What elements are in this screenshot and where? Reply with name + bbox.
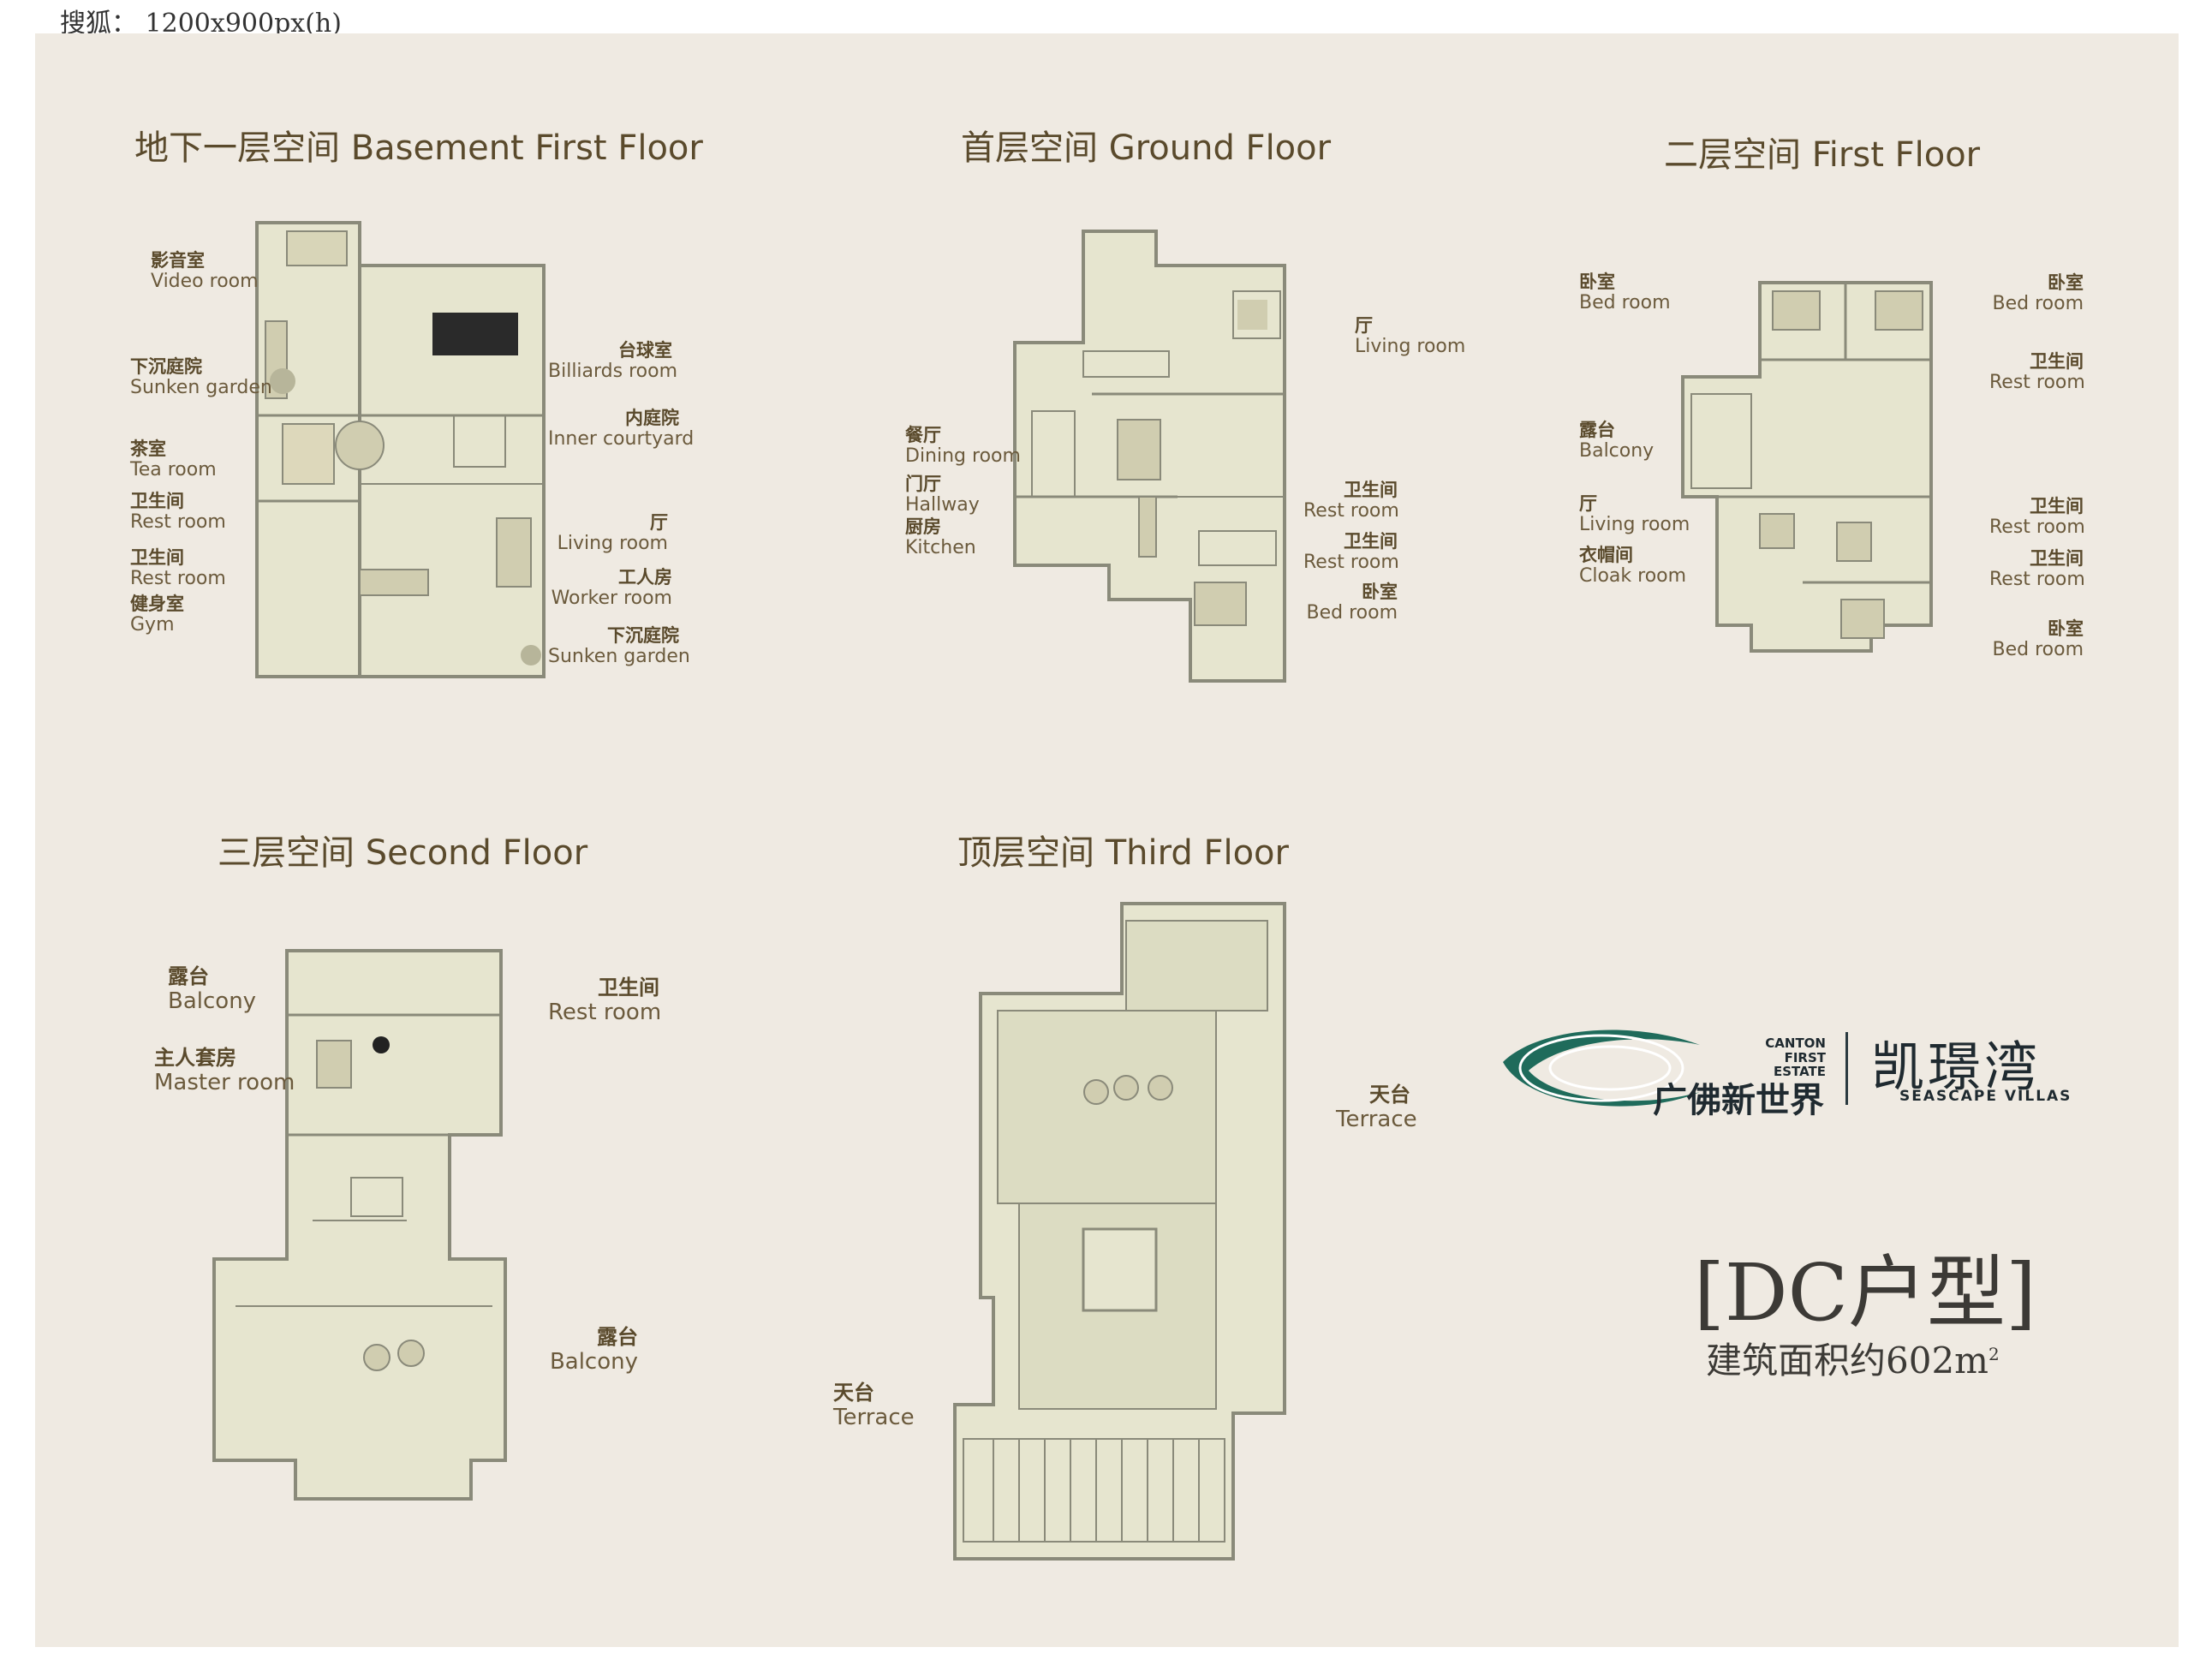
third-title: 顶层空间 Third Floor (957, 833, 1289, 873)
unit-area: 建筑面积约602m2 (1706, 1332, 2000, 1384)
brand-project-zh: 凯璟湾 (1871, 1035, 2042, 1098)
second-plan (212, 949, 507, 1501)
brand-developer-en-line2: ESTATE (1773, 1064, 1826, 1079)
first-plan (1681, 281, 1933, 653)
brand-developer-zh: 广佛新世界 (1653, 1081, 1824, 1120)
ground-plan (1013, 230, 1286, 683)
first-title: 二层空间 First Floor (1664, 135, 1981, 175)
unit-area-text: 建筑面积约602m (1706, 1340, 1988, 1382)
basement-title: 地下一层空间 Basement First Floor (134, 128, 703, 168)
canton-first-logo (1503, 1029, 1700, 1107)
unit-type: [DC户型] (1694, 1247, 2036, 1339)
basement-plan (255, 221, 546, 678)
brand-developer-en-line1: CANTON FIRST (1765, 1035, 1826, 1065)
ground-title: 首层空间 Ground Floor (961, 128, 1332, 168)
brand-separator (1845, 1032, 1848, 1105)
brand-project-en: SEASCAPE VILLAS (1899, 1088, 2072, 1105)
third-plan (953, 902, 1286, 1561)
unit-area-sup: 2 (1988, 1344, 2000, 1364)
second-title: 三层空间 Second Floor (218, 833, 588, 873)
